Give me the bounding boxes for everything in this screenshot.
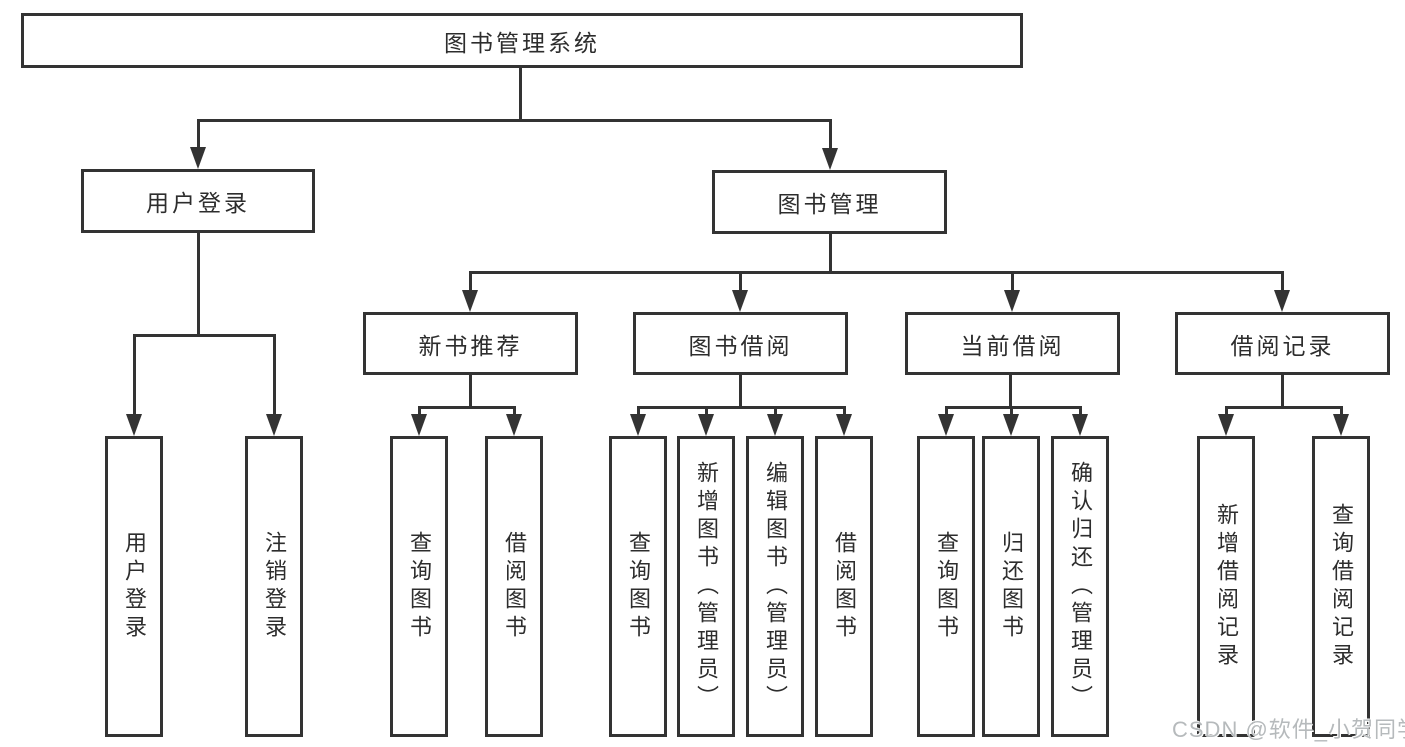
leaf-edit-book-admin-label: 编辑图书（管理员） (763, 460, 788, 713)
connector-mgmt-g3-stem (1010, 271, 1014, 296)
leaf-query-borrow-record: 查询借阅记录 (1312, 436, 1370, 737)
leaf-return-book-label: 归还图书 (999, 530, 1024, 643)
connector-login-child2-stem (272, 334, 276, 418)
arrowhead-g4-c2 (1333, 414, 1349, 436)
leaf-query-books-recommend: 查询图书 (390, 436, 448, 737)
leaf-logout-label: 注销登录 (262, 530, 287, 643)
connector-g1-vline (469, 372, 472, 409)
arrowhead-g3-c1 (938, 414, 954, 436)
connector-mgmt-hline (469, 271, 1284, 274)
connector-g2-c2-stem (704, 406, 708, 416)
node-book-borrow: 图书借阅 (633, 312, 848, 375)
connector-g3-vline (1008, 372, 1012, 409)
leaf-query-borrow-record-label: 查询借阅记录 (1329, 502, 1354, 671)
connector-root-vline (519, 67, 522, 121)
arrowhead-root-right (822, 148, 838, 170)
arrowhead-g1-c1 (411, 414, 427, 436)
leaf-query-books-current-label: 查询图书 (934, 530, 959, 643)
connector-g2-vline (738, 372, 742, 409)
leaf-query-books-current: 查询图书 (917, 436, 975, 737)
connector-g3-c3-stem (1078, 406, 1082, 416)
leaf-borrow-books-recommend-label: 借阅图书 (502, 530, 527, 643)
node-root-label: 图书管理系统 (444, 29, 600, 56)
arrowhead-g2-c1 (630, 414, 646, 436)
leaf-borrow-books-label: 借阅图书 (832, 530, 857, 643)
arrowhead-login-child1 (126, 414, 142, 436)
arrowhead-g3-c2 (1003, 414, 1019, 436)
leaf-user-login-label: 用户登录 (122, 530, 147, 643)
node-book-management-label: 图书管理 (777, 191, 882, 217)
arrowhead-g2-c3 (767, 414, 783, 436)
connector-g1-c2-stem (512, 406, 516, 416)
arrowhead-mgmt-g3 (1004, 290, 1020, 312)
connector-login-vline (196, 230, 200, 337)
connector-g4-hline (1225, 406, 1343, 409)
leaf-return-book: 归还图书 (982, 436, 1040, 737)
leaf-query-books-recommend-label: 查询图书 (407, 530, 432, 643)
node-book-borrow-label: 图书借阅 (688, 332, 793, 359)
arrowhead-g2-c4 (836, 414, 852, 436)
node-borrow-records: 借阅记录 (1175, 312, 1390, 375)
node-user-login-label: 用户登录 (146, 190, 250, 216)
connector-g4-c1-stem (1224, 406, 1228, 416)
connector-root-hline (197, 119, 832, 122)
connector-g2-hline (637, 406, 846, 409)
leaf-confirm-return-admin: 确认归还（管理员） (1051, 436, 1109, 737)
connector-g2-c1-stem (636, 406, 640, 416)
node-current-borrow: 当前借阅 (905, 312, 1120, 375)
leaf-logout: 注销登录 (245, 436, 303, 737)
leaf-query-books-borrow-label: 查询图书 (626, 530, 651, 643)
arrowhead-root-left (190, 147, 206, 169)
connector-login-child1-stem (132, 334, 136, 418)
connector-mgmt-g2-stem (738, 271, 742, 296)
connector-mgmt-vline (828, 231, 832, 274)
node-new-book-recommend: 新书推荐 (363, 312, 578, 375)
connector-g3-c1-stem (944, 406, 948, 416)
leaf-confirm-return-admin-label: 确认归还（管理员） (1068, 460, 1093, 713)
arrowhead-g1-c2 (506, 414, 522, 436)
connector-g4-vline (1280, 372, 1284, 409)
arrowhead-mgmt-g4 (1274, 290, 1290, 312)
leaf-edit-book-admin: 编辑图书（管理员） (746, 436, 804, 737)
leaf-borrow-books: 借阅图书 (815, 436, 873, 737)
leaf-add-borrow-record: 新增借阅记录 (1197, 436, 1255, 737)
arrowhead-mgmt-g2 (732, 290, 748, 312)
connector-root-right-stem (828, 119, 832, 152)
connector-g4-c2-stem (1339, 406, 1343, 416)
connector-g3-c2-stem (1009, 406, 1013, 416)
leaf-borrow-books-recommend: 借阅图书 (485, 436, 543, 737)
arrowhead-mgmt-g1 (462, 290, 478, 312)
connector-root-left-stem (196, 119, 200, 151)
node-borrow-records-label: 借阅记录 (1230, 332, 1335, 359)
node-book-management: 图书管理 (712, 170, 947, 234)
node-current-borrow-label: 当前借阅 (960, 332, 1065, 359)
arrowhead-g3-c3 (1072, 414, 1088, 436)
arrowhead-g2-c2 (698, 414, 714, 436)
connector-g1-c1-stem (417, 406, 421, 416)
leaf-add-book-admin: 新增图书（管理员） (677, 436, 735, 737)
arrowhead-g4-c1 (1218, 414, 1234, 436)
connector-g2-c4-stem (842, 406, 846, 416)
connector-g2-c3-stem (773, 406, 777, 416)
connector-g3-hline (945, 406, 1082, 409)
node-root-system: 图书管理系统 (21, 13, 1023, 68)
connector-mgmt-g1-stem (468, 271, 472, 296)
connector-login-hline (133, 334, 276, 337)
leaf-query-books-borrow: 查询图书 (609, 436, 667, 737)
connector-g1-hline (417, 406, 516, 409)
leaf-add-borrow-record-label: 新增借阅记录 (1214, 502, 1239, 671)
csdn-watermark: CSDN @软件_小贺同学 (1172, 717, 1405, 742)
node-user-login: 用户登录 (81, 169, 315, 233)
node-new-book-recommend-label: 新书推荐 (418, 332, 523, 359)
leaf-user-login: 用户登录 (105, 436, 163, 737)
leaf-add-book-admin-label: 新增图书（管理员） (694, 460, 719, 713)
connector-mgmt-g4-stem (1280, 271, 1284, 296)
arrowhead-login-child2 (266, 414, 282, 436)
